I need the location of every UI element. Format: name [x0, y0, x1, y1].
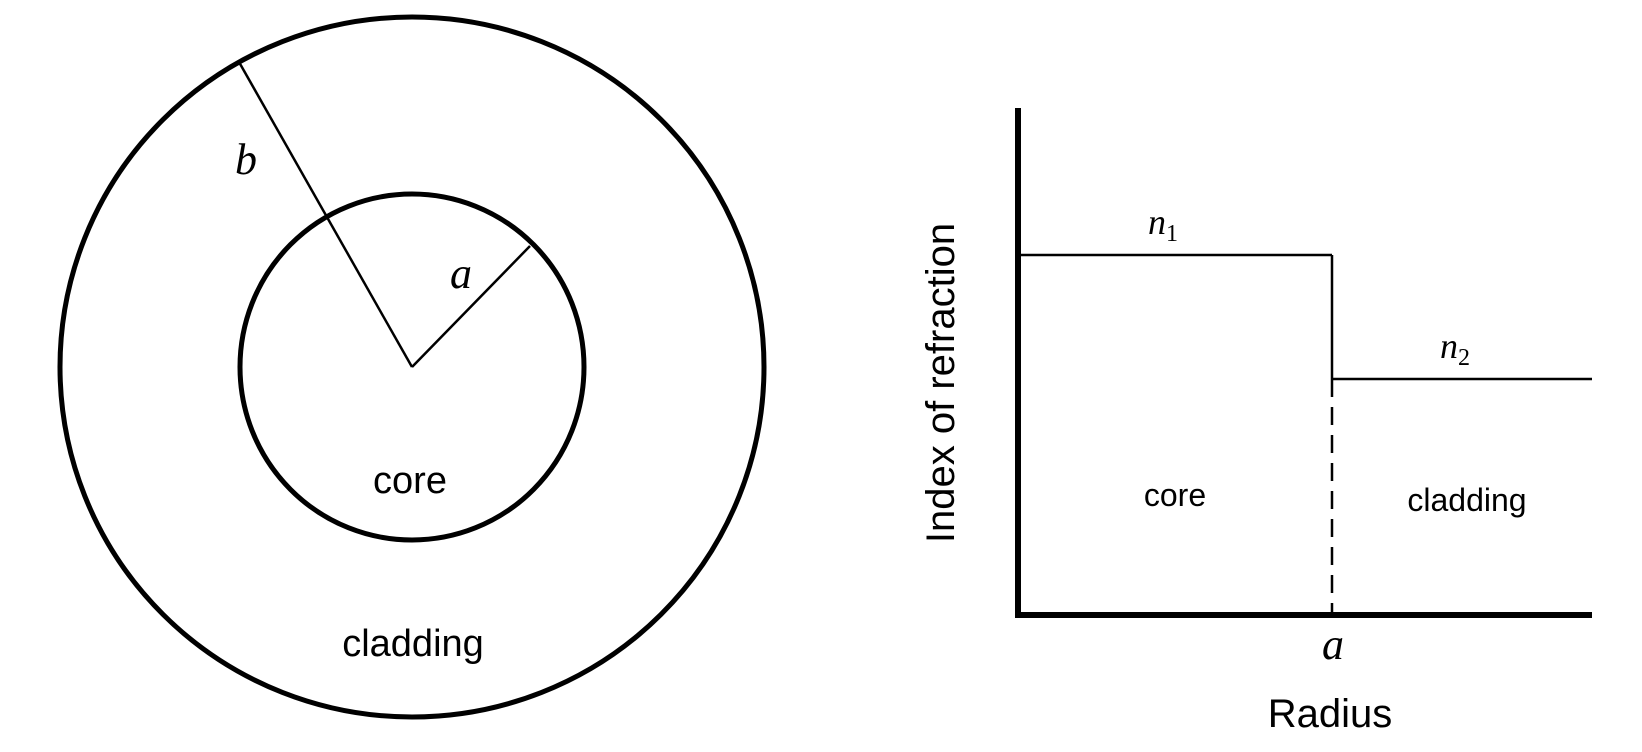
index-profile-plot: n1 n2 core cladding a Radius Index of re… [919, 108, 1592, 736]
plot-cladding-label: cladding [1407, 482, 1526, 518]
cladding-index-subscript: 2 [1458, 345, 1470, 371]
radius-b-line [237, 61, 414, 368]
fiber-cross-section: b a core cladding [57, 14, 767, 720]
cladding-outer-circle [57, 14, 767, 720]
y-axis-label: Index of refraction [919, 223, 963, 543]
cladding-index-base: n [1440, 326, 1458, 366]
cladding-index-label: n2 [1440, 326, 1470, 371]
core-index-subscript: 1 [1166, 221, 1178, 247]
radius-a-label: a [450, 249, 472, 298]
radius-b-label: b [235, 135, 257, 184]
cladding-label: cladding [342, 623, 484, 665]
core-circle [237, 191, 587, 543]
plot-core-label: core [1144, 477, 1206, 513]
core-index-label: n1 [1148, 202, 1178, 247]
x-axis-label: Radius [1268, 692, 1393, 736]
radius-a-line [411, 245, 531, 368]
x-marker-a-label: a [1322, 620, 1344, 669]
core-label: core [373, 460, 447, 502]
core-index-base: n [1148, 202, 1166, 242]
